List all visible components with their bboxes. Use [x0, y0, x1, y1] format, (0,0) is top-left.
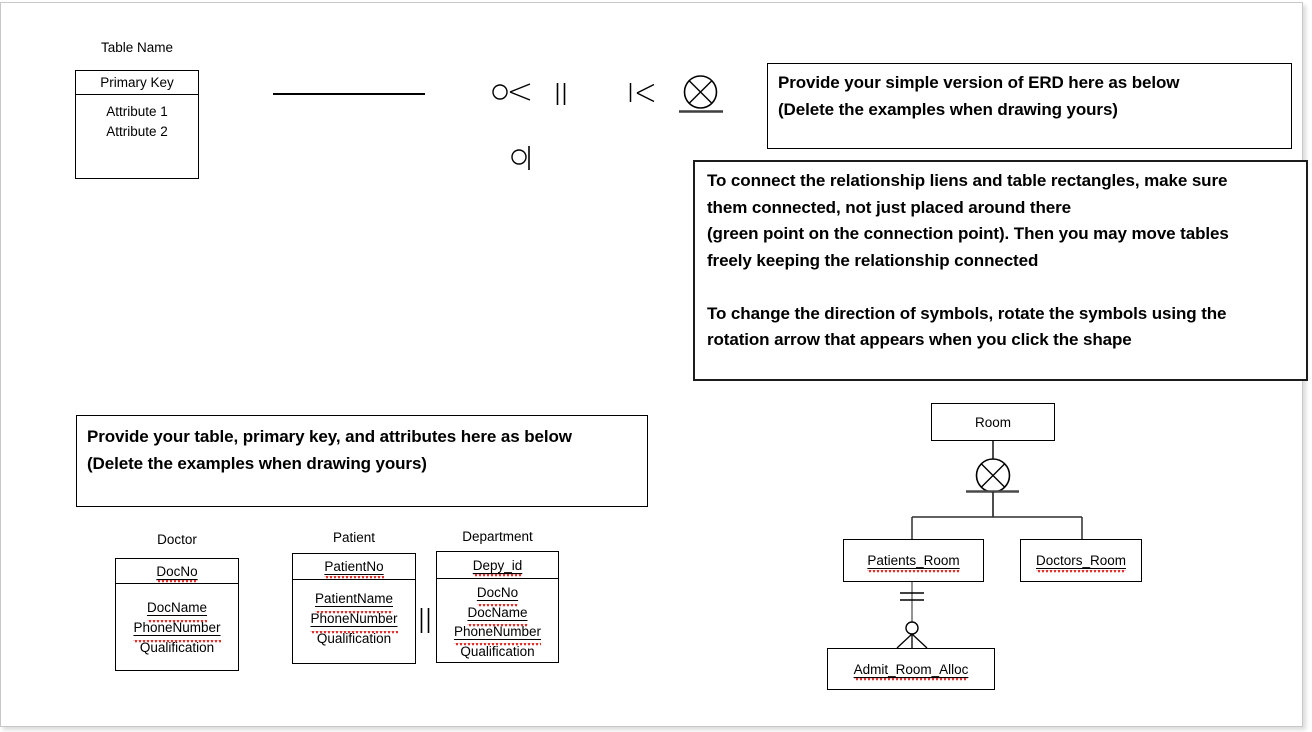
connection-instruction-box[interactable]: To connect the relationship liens and ta… — [693, 160, 1308, 381]
erd-instruction-box[interactable]: Provide your simple version of ERD here … — [767, 63, 1292, 149]
instruction-line: (Delete the examples when drawing yours) — [778, 99, 1118, 119]
patients-room-box[interactable]: Patients_Room — [843, 539, 984, 582]
patient-entity-box[interactable]: PatientNo PatientName PhoneNumber Qualif… — [292, 553, 416, 664]
table-instruction-box[interactable]: Provide your table, primary key, and att… — [76, 415, 648, 507]
department-attribute: DocName — [467, 603, 528, 626]
patient-attribute: Qualification — [316, 631, 392, 646]
department-title[interactable]: Department — [462, 529, 533, 544]
one-or-many-symbol[interactable] — [625, 80, 657, 106]
doctor-title[interactable]: Doctor — [157, 532, 197, 547]
zero-or-many-symbol[interactable] — [490, 79, 534, 106]
sample-table-name-label[interactable]: Table Name — [100, 40, 174, 55]
doctor-entity-box[interactable]: DocNo DocName PhoneNumber Qualification — [115, 558, 239, 671]
doctor-attribute: DocName — [146, 598, 208, 623]
instruction-line: To change the direction of symbols, rota… — [707, 303, 1227, 323]
patient-attribute: PhoneNumber — [310, 609, 398, 634]
doctor-primary-key: DocNo — [116, 559, 238, 584]
one-and-only-one-symbol[interactable] — [552, 81, 570, 107]
instruction-line: Provide your table, primary key, and att… — [87, 427, 572, 446]
one-and-only-one-symbol-2[interactable] — [416, 604, 434, 636]
instruction-line: (Delete the examples when drawing yours) — [87, 453, 427, 473]
department-entity-box[interactable]: Depy_id DocNo DocName PhoneNumber Qualif… — [436, 551, 559, 663]
sample-table-attribute: Attribute 2 — [106, 124, 168, 139]
room-branch-connector[interactable] — [860, 441, 1090, 541]
sample-table-primary-key: Primary Key — [76, 71, 198, 95]
patient-primary-key: PatientNo — [293, 554, 415, 580]
instruction-line: freely keeping the relationship connecte… — [707, 250, 1039, 270]
sample-table-attribute: Attribute 1 — [106, 104, 168, 119]
admit-room-alloc-box[interactable]: Admit_Room_Alloc — [827, 648, 995, 690]
instruction-line: Provide your simple version of ERD here … — [778, 73, 1180, 92]
sample-table-shape[interactable]: Primary Key Attribute 1 Attribute 2 — [75, 70, 199, 179]
line-shape[interactable] — [273, 93, 425, 95]
instruction-line: (green point on the connection point). T… — [707, 224, 1229, 243]
doctors-room-box[interactable]: Doctors_Room — [1020, 539, 1142, 582]
doctor-attribute: PhoneNumber — [133, 618, 221, 643]
department-attribute: PhoneNumber — [453, 622, 542, 646]
patient-title[interactable]: Patient — [332, 530, 376, 545]
room-entity-box[interactable]: Room — [931, 403, 1055, 441]
exclusive-or-symbol[interactable] — [678, 72, 725, 116]
instruction-line: rotation arrow that appears when you cli… — [707, 330, 1132, 349]
instruction-line — [707, 274, 1294, 301]
instruction-line: To connect the relationship liens and ta… — [707, 171, 1228, 190]
instruction-line: them connected, not just placed around t… — [707, 197, 1071, 217]
patient-attribute: PatientName — [314, 589, 394, 614]
department-primary-key: Depy_id — [437, 552, 558, 579]
zero-or-one-symbol[interactable] — [507, 142, 534, 172]
department-attribute: DocNo — [476, 583, 519, 607]
department-attribute: Qualification — [460, 643, 535, 659]
patients-admit-connector[interactable] — [885, 582, 941, 649]
doctor-attribute: Qualification — [139, 640, 215, 655]
